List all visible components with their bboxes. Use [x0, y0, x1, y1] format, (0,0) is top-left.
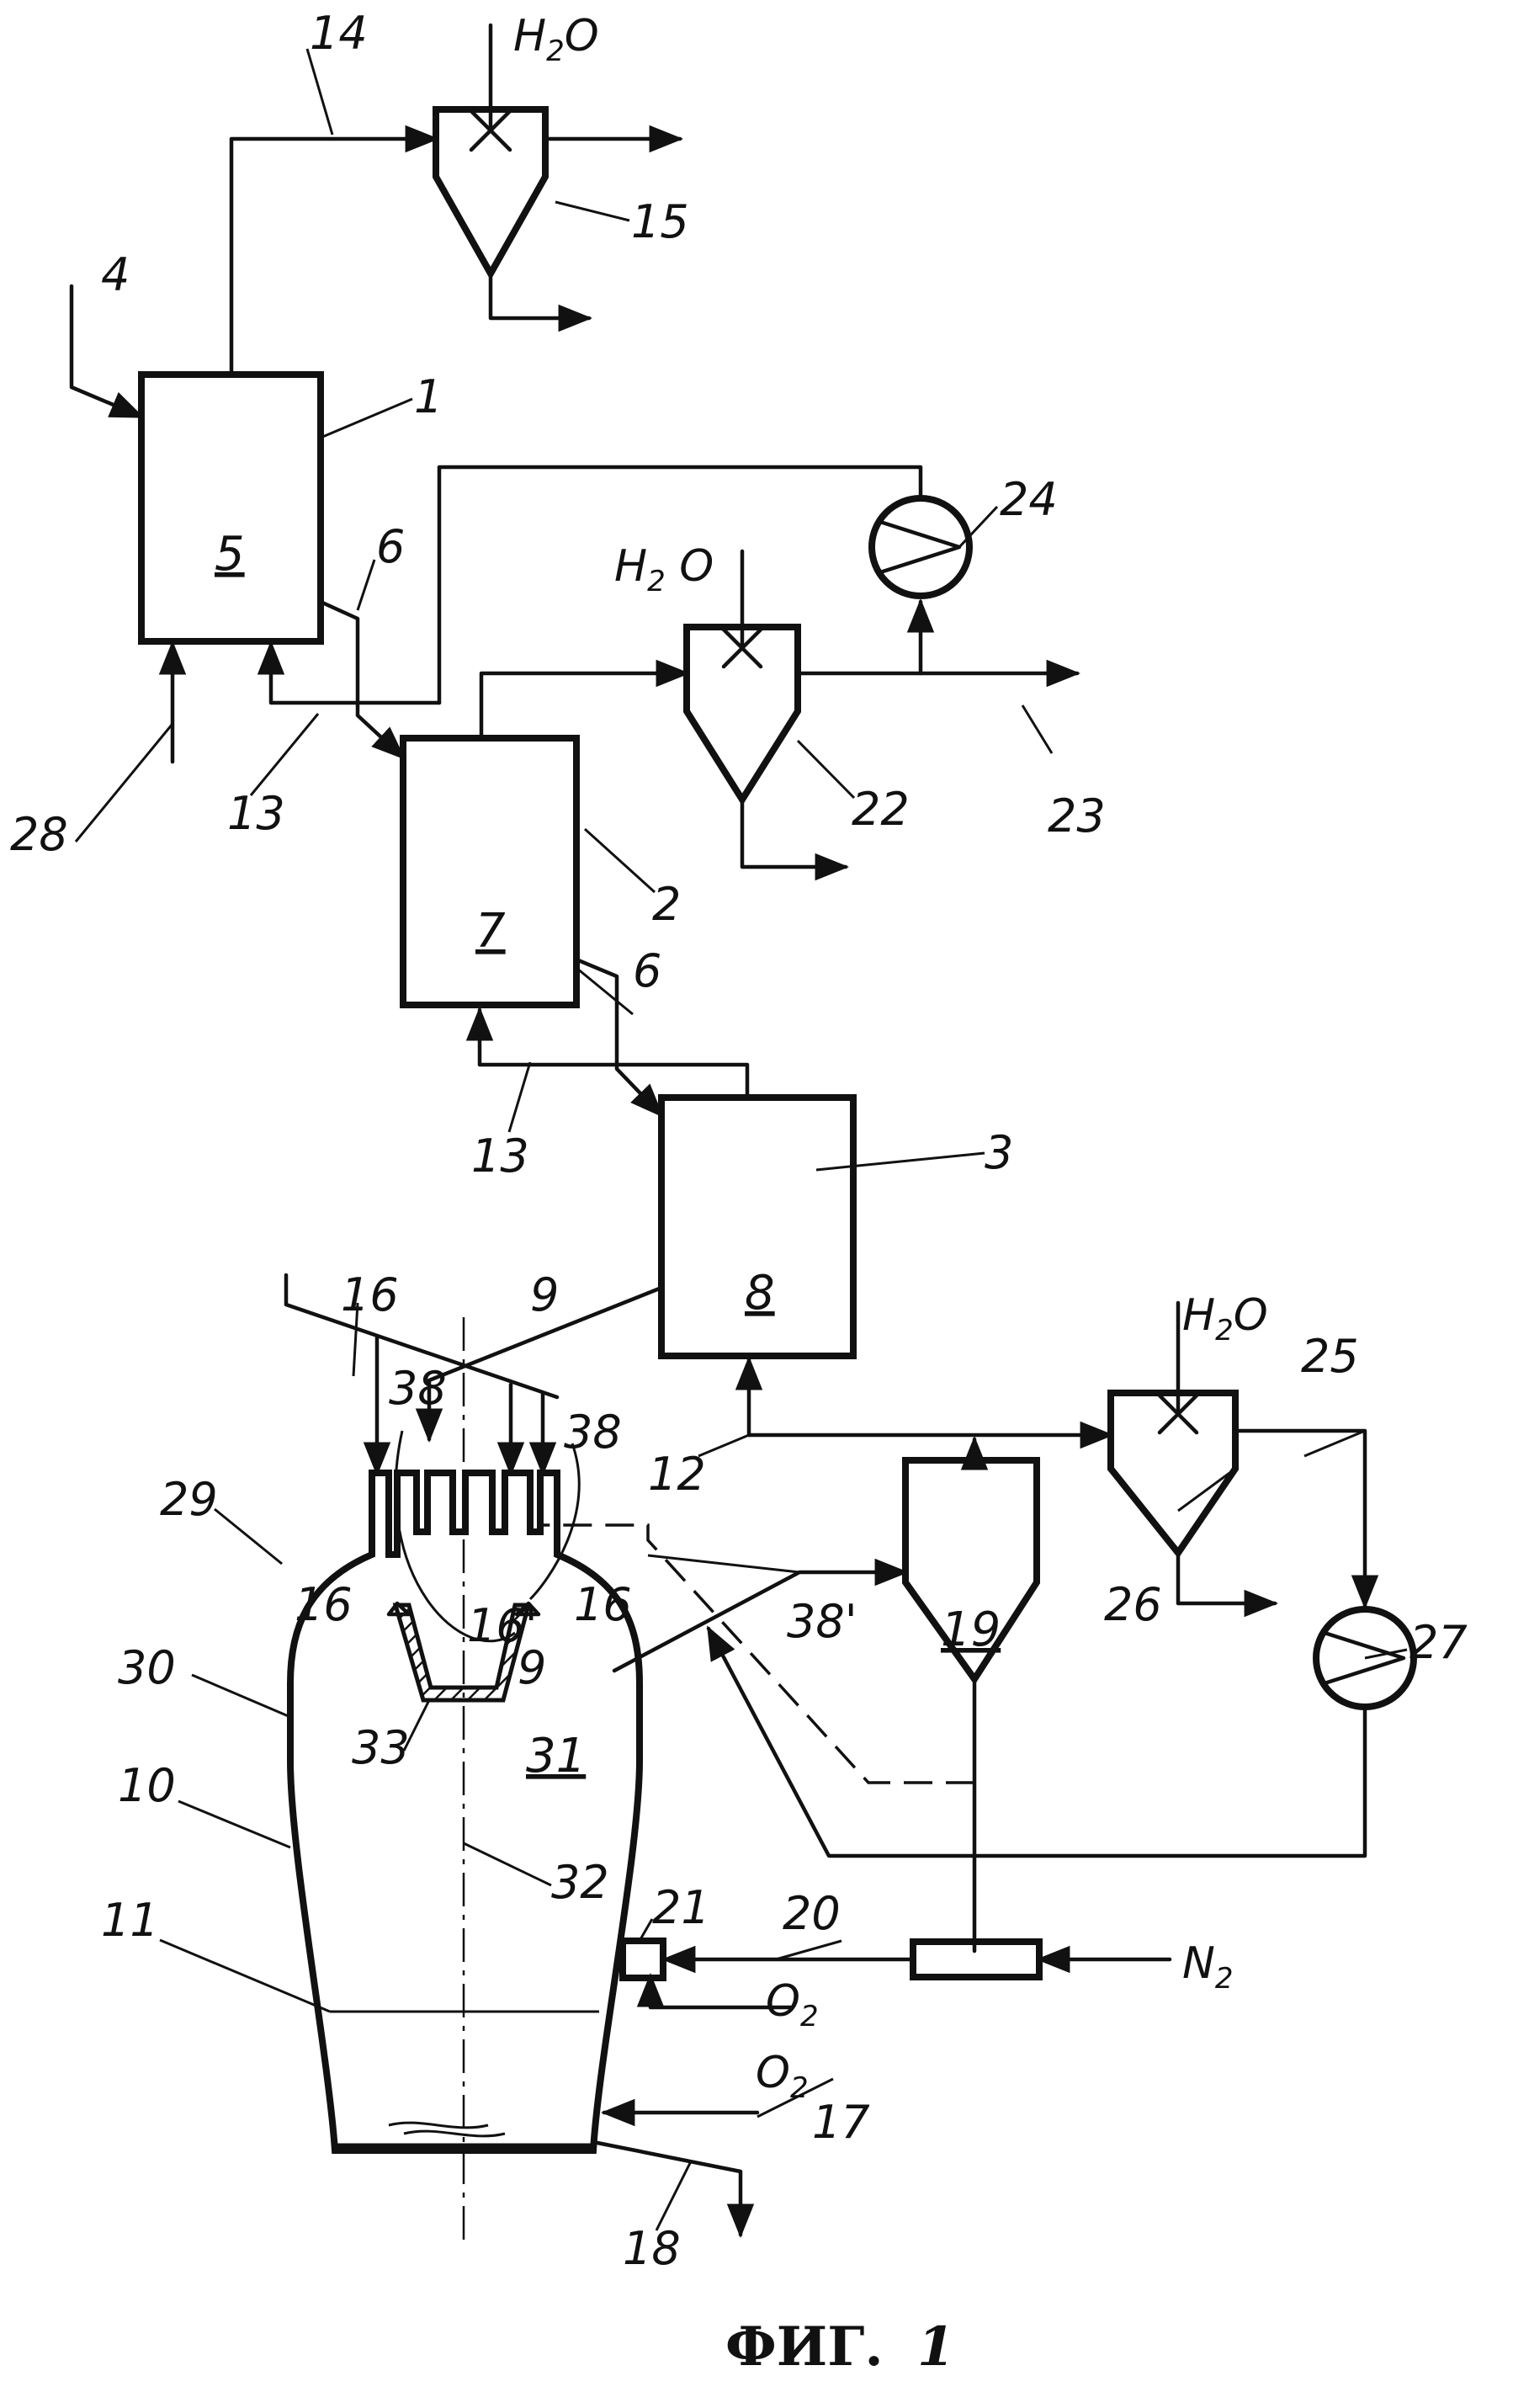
vessel-label-31: 31 — [526, 1729, 586, 1783]
ref-2: 2 — [652, 878, 681, 931]
ref-25: 25 — [1301, 1330, 1359, 1383]
ref-23: 23 — [1048, 789, 1106, 843]
figure-caption-number: 1 — [917, 2315, 955, 2379]
ref-18: 18 — [623, 2222, 681, 2275]
ref-9-upper: 9 — [530, 1268, 559, 1321]
ref-9-lower: 9 — [518, 1641, 546, 1694]
reactor-2 — [403, 738, 576, 1005]
figure-caption: ФИГ. 1 — [725, 2315, 954, 2379]
ref-27: 27 — [1410, 1616, 1468, 1669]
ref-20: 20 — [783, 1887, 841, 1940]
ref-16-top: 16 — [341, 1268, 399, 1321]
ref-6-lower: 6 — [633, 944, 661, 997]
ref-12: 12 — [648, 1448, 706, 1501]
ref-13-lower: 13 — [471, 1130, 529, 1183]
ref-38-right: 38 — [564, 1406, 622, 1459]
ref-16-right: 16 — [574, 1578, 632, 1631]
ref-3: 3 — [985, 1126, 1013, 1179]
ref-4: 4 — [101, 248, 130, 301]
ref-10: 10 — [118, 1759, 176, 1812]
water-label-mid: H2 O — [614, 541, 714, 598]
vessel-label-19: 19 — [941, 1603, 1001, 1657]
ref-24: 24 — [1000, 473, 1058, 526]
piping — [72, 139, 1365, 2235]
reactor-1 — [141, 375, 321, 641]
water-spray-icons — [471, 25, 1197, 1433]
melter-gasifier — [290, 1473, 640, 2150]
ref-38-prime: 38' — [787, 1595, 857, 1648]
water-label-low: H2O — [1182, 1290, 1268, 1348]
water-label-top: H2O — [513, 11, 599, 68]
oxygen-label-lower: O2 — [756, 2048, 809, 2105]
media-labels: H2O H2 O H2O N2 O2 O2 — [513, 11, 1268, 2105]
ref-30: 30 — [118, 1641, 176, 1694]
ref-17: 17 — [812, 2096, 870, 2149]
ref-29: 29 — [160, 1473, 218, 1526]
ref-32: 32 — [551, 1856, 609, 1909]
nitrogen-label: N2 — [1182, 1938, 1234, 1996]
dust-return-38 — [540, 1525, 974, 1783]
vessel-label-8: 8 — [745, 1266, 775, 1321]
figure-caption-prefix: ФИГ. — [725, 2315, 884, 2379]
ref-38-left: 38 — [389, 1362, 447, 1415]
compressor-24 — [872, 498, 969, 596]
ref-6-upper: 6 — [376, 520, 405, 573]
ref-15: 15 — [631, 195, 689, 248]
ref-16-left: 16 — [295, 1578, 353, 1631]
vessel-label-5: 5 — [215, 527, 245, 582]
ref-28: 28 — [10, 808, 68, 861]
ref-13-upper: 13 — [227, 787, 285, 840]
burner-21 — [623, 1941, 663, 1978]
ref-11: 11 — [101, 1894, 159, 1947]
ref-14: 14 — [310, 7, 368, 60]
ref-21: 21 — [652, 1881, 710, 1934]
vessel-label-7: 7 — [475, 904, 506, 959]
scrubber-22 — [687, 627, 798, 800]
ref-22: 22 — [852, 783, 910, 836]
oxygen-label-upper: O2 — [766, 1976, 819, 2033]
ref-1: 1 — [414, 370, 443, 423]
scrubber-15 — [436, 109, 545, 274]
ref-26: 26 — [1104, 1578, 1162, 1631]
ref-33: 33 — [352, 1721, 410, 1774]
